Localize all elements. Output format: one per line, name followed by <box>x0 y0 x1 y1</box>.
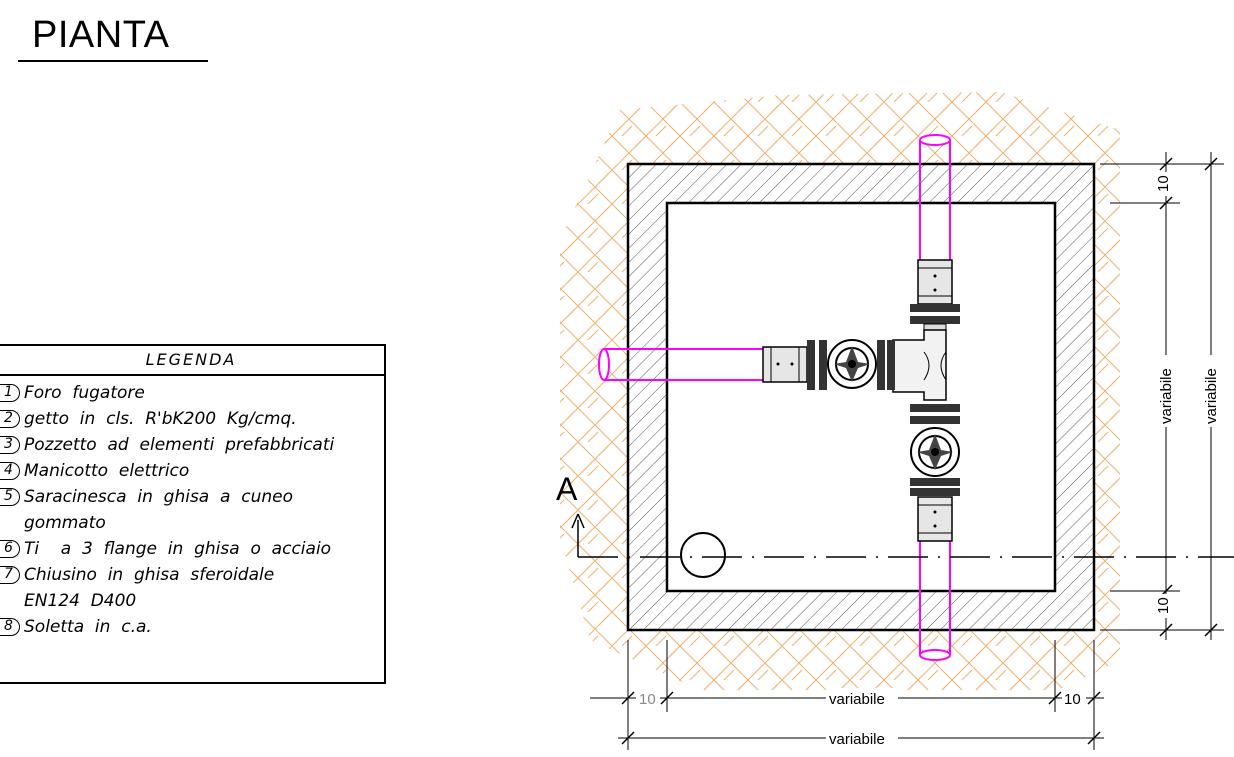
dim-wall-bottom-right: 10 <box>1064 691 1081 708</box>
legend-number: 5 <box>0 488 20 506</box>
legend-number: 4 <box>0 462 20 480</box>
vertical-pipe <box>919 134 951 661</box>
section-label: A <box>556 471 578 507</box>
legend-text: Foro fugatore <box>24 383 145 403</box>
legend-number: 8 <box>0 618 20 636</box>
legend-number: 6 <box>0 540 20 558</box>
drain-hole <box>680 532 726 578</box>
legend-text: Ti a 3 flange in ghisa o acciaio <box>24 539 332 559</box>
legend-number: 2 <box>0 410 20 428</box>
dim-wall-right-bottom: 10 <box>1155 597 1172 614</box>
valve-horizontal <box>807 339 895 390</box>
chamber-outer-outline <box>626 162 1096 632</box>
title-underline <box>18 60 208 62</box>
dim-inner-width: variabile <box>829 691 885 708</box>
flange-middle <box>910 404 960 424</box>
legend-number: 3 <box>0 436 20 454</box>
tee-fitting <box>892 329 947 401</box>
dim-outer-height: variabile <box>1203 368 1220 424</box>
dim-inner-height: variabile <box>1158 368 1175 424</box>
legend-text: Manicotto elettrico <box>24 461 190 481</box>
coupling-left <box>762 346 808 383</box>
legend-text: Chiusino in ghisa sferoidale EN124 D400 <box>24 565 275 611</box>
coupling-bottom <box>917 496 953 542</box>
dim-wall-right-top: 10 <box>1155 175 1172 192</box>
dim-outer-width: variabile <box>829 731 885 748</box>
legend-text: Soletta in c.a. <box>24 617 152 637</box>
drawing-title: PIANTA <box>32 14 170 56</box>
chamber-inner-outline <box>665 201 1057 593</box>
legend-text: Pozzetto ad elementi prefabbricati <box>24 435 335 455</box>
legend-text: getto in cls. R'bK200 Kg/cmq. <box>24 409 297 429</box>
dim-wall-bottom-left: 10 <box>639 691 656 708</box>
coupling-top <box>917 259 953 305</box>
legend-heading: LEGENDA <box>0 346 384 376</box>
legend-number: 1 <box>0 384 20 402</box>
legend-text: Saracinesca in ghisa a cuneo gommato <box>24 487 294 533</box>
valve-vertical <box>910 427 960 496</box>
horizontal-pipe <box>598 348 765 381</box>
legend-number: 7 <box>0 566 20 584</box>
section-line <box>571 513 1234 558</box>
